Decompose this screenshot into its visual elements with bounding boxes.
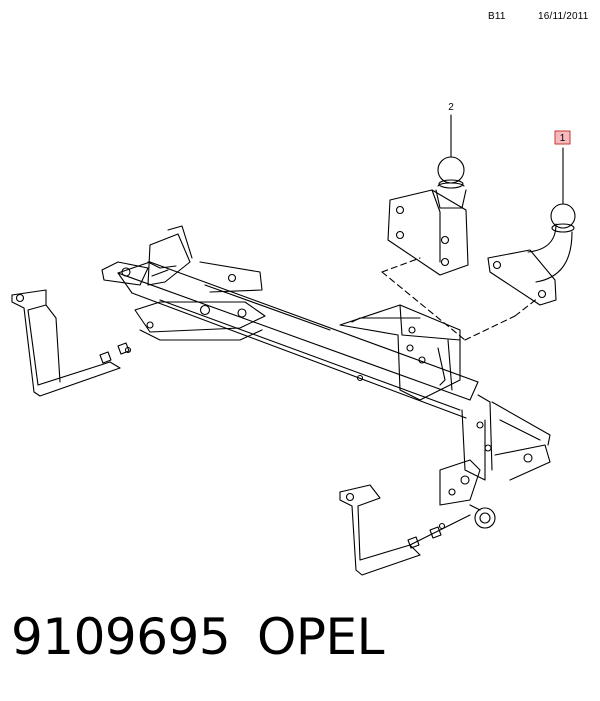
towbar-frame — [11, 225, 551, 576]
callout-label-2: 2 — [448, 102, 454, 113]
callout-highlight-box — [554, 130, 571, 145]
diagram-date: 16/11/2011 — [538, 11, 589, 22]
diagram-code: B11 — [488, 11, 506, 22]
tow-ball-flanged-part-2 — [387, 114, 469, 276]
assembly-guide-lines — [381, 257, 539, 341]
brand-name: OPEL — [257, 608, 384, 666]
tow-ball-swan-neck-part-1 — [487, 147, 576, 306]
callout-label-1: 1 — [560, 133, 566, 144]
part-number: 9109695 — [11, 608, 231, 666]
